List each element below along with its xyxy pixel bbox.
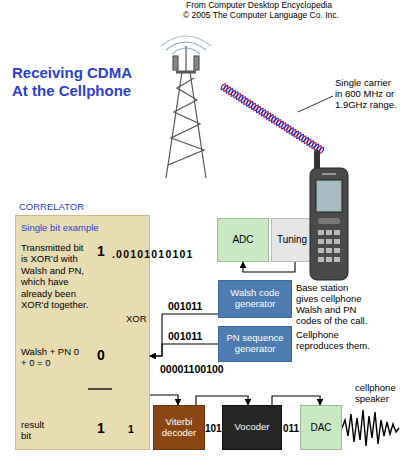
- signal-connector: [150, 395, 178, 405]
- bit-stream: 011: [283, 423, 299, 435]
- box-label: DAC: [310, 422, 331, 434]
- tower-ring: [166, 42, 206, 50]
- bit-stream: .00101010101: [112, 248, 194, 260]
- code-note: Cellphone reproduces them.: [296, 330, 376, 352]
- tower-bracing: [168, 78, 204, 165]
- tower-antenna: [194, 56, 199, 70]
- signal-connector: [150, 314, 218, 356]
- viterbi-decoder-box: Viterbi decoder: [153, 405, 205, 450]
- tower-ring: [161, 36, 211, 46]
- correlator-note: Transmitted bit is XOR'd with Walsh and …: [21, 242, 89, 310]
- combined-bits: 00001100100: [160, 363, 224, 375]
- source-credit: From Computer Desktop Encyclopedia: [186, 1, 332, 11]
- phone-key: [318, 248, 324, 253]
- pn-bits: 001011: [168, 330, 202, 342]
- cellphone: [310, 150, 348, 280]
- carrier-note: Single carrier in 800 MHz or 1.9GHz rang…: [335, 78, 399, 111]
- transmitted-bit: 1: [97, 243, 105, 259]
- correlator-heading: CORRELATOR: [19, 202, 84, 213]
- dac-box: DAC: [300, 405, 342, 450]
- diagram-title: Receiving CDMA At the Cellphone: [12, 64, 144, 100]
- phone-earpiece: [322, 173, 336, 175]
- result-bit: 1: [97, 420, 105, 436]
- radio-wave: [220, 83, 325, 154]
- signal-connector: [196, 396, 248, 405]
- speaker-waveform: [342, 410, 399, 446]
- phone-key: [326, 248, 332, 253]
- xor-operator: XOR: [126, 314, 147, 325]
- phone-key: [326, 230, 332, 235]
- tower-ring: [172, 48, 200, 54]
- box-label: ADC: [232, 234, 253, 246]
- pn-generator-box: PN sequence generator: [218, 326, 292, 362]
- phone-key: [318, 230, 324, 235]
- radio-wave: [220, 83, 325, 154]
- cell-tower: [161, 36, 211, 178]
- phone-key: [334, 257, 340, 262]
- signal-connector: [150, 344, 218, 356]
- result-caption: result bit: [21, 419, 55, 442]
- box-label: Tuning: [277, 234, 307, 246]
- copyright-note: © 2005 The Computer Language Co. Inc.: [183, 11, 339, 21]
- leader-line: [298, 96, 333, 112]
- sum-underline: [88, 388, 112, 389]
- vocoder-box: Vocoder: [222, 405, 282, 450]
- signal-connector: [243, 262, 295, 272]
- box-label: Walsh code generator: [224, 288, 286, 310]
- box-label: PN sequence generator: [222, 333, 288, 355]
- phone-key: [326, 239, 332, 244]
- adc-box: ADC: [217, 218, 269, 262]
- walsh-generator-box: Walsh code generator: [218, 280, 292, 318]
- phone-key: [334, 248, 340, 253]
- box-label: Vocoder: [235, 422, 270, 433]
- tower-mast: [185, 46, 186, 72]
- phone-key: [326, 257, 332, 262]
- phone-key: [334, 230, 340, 235]
- signal-connector: [272, 396, 320, 405]
- speaker-label: cellphone speaker: [355, 383, 403, 405]
- radio-waves: [220, 83, 325, 154]
- phone-key: [318, 257, 324, 262]
- phone-keypad: [318, 230, 340, 262]
- phone-screen: [316, 180, 342, 212]
- code-bit: 0: [97, 347, 105, 363]
- box-label: Viterbi decoder: [156, 417, 202, 439]
- phone-key: [318, 239, 324, 244]
- bit-stream: 101: [205, 423, 222, 435]
- tower-antenna: [173, 56, 178, 70]
- phone-navkey: [318, 218, 340, 224]
- phone-body: [310, 168, 348, 280]
- code-note: Base station gives cellphone Walsh and P…: [296, 283, 372, 327]
- bit-stream: 1: [128, 423, 134, 435]
- phone-key: [334, 239, 340, 244]
- walsh-bits: 001011: [168, 300, 202, 312]
- walsh-pn-sum: Walsh + PN 0 + 0 = 0: [21, 346, 83, 369]
- example-heading: Single bit example: [21, 223, 99, 234]
